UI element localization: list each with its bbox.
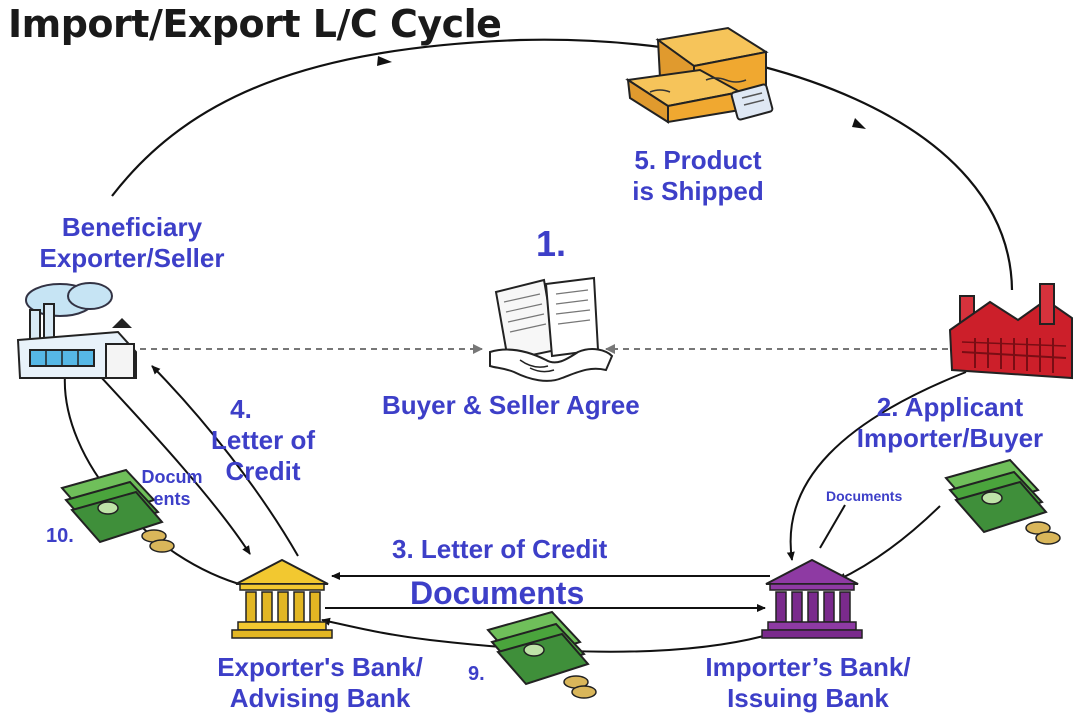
importer-bank-line2: Issuing Bank xyxy=(727,683,889,714)
beneficiary-label: Beneficiary Exporter/Seller xyxy=(14,212,250,274)
exporter-bank-label: Exporter's Bank/ Advising Bank xyxy=(180,652,460,714)
importer-bank-building-icon xyxy=(761,558,863,639)
importer-bank-label: Importer’s Bank/ Issuing Bank xyxy=(668,652,948,714)
step-10-label: 10. xyxy=(46,525,74,547)
docs-right-tick xyxy=(819,504,846,549)
product-shipped-line2: is Shipped xyxy=(632,176,764,207)
documents-left-arrow xyxy=(99,375,251,555)
applicant-to-issuing-bank-arrow xyxy=(786,371,967,561)
loc4-line3: Credit xyxy=(225,456,301,487)
importer-bank-line1: Importer’s Bank/ xyxy=(705,652,911,682)
docs-left-line2: ents xyxy=(153,488,191,509)
applicant-label: 2. Applicant Importer/Buyer xyxy=(832,392,1068,454)
exporter-bank-line2: Advising Bank xyxy=(229,683,411,714)
exporter-factory-icon xyxy=(16,282,137,379)
shipment-arc-head-1 xyxy=(377,56,392,66)
beneficiary-line2: Exporter/Seller xyxy=(39,243,225,274)
product-shipped-line1: 5. Product xyxy=(634,145,762,175)
money-stack-icon xyxy=(944,458,1061,545)
loc4-line2: Letter of xyxy=(211,425,315,456)
money-stack-icon xyxy=(60,468,175,553)
documents-right-label: Documents xyxy=(826,488,903,504)
documents-right-arrow xyxy=(837,505,941,581)
money-stack-icon xyxy=(486,610,597,699)
shipment-arc-head-2 xyxy=(852,118,866,129)
product-shipped-label: 5. Product is Shipped xyxy=(608,145,788,207)
step-1-label: 1. xyxy=(536,223,567,264)
docs-left-line1: Docum xyxy=(141,467,203,487)
step-9-label: 9. xyxy=(468,663,485,685)
exporter-bank-building-icon xyxy=(231,558,333,639)
diagram-title: Import/Export L/C Cycle xyxy=(8,2,502,46)
documents-left-label: Docum ents xyxy=(126,467,218,510)
handshake-contract-icon xyxy=(489,276,614,382)
exporter-bank-line1: Exporter's Bank/ xyxy=(217,652,423,682)
shipment-arc-arrow xyxy=(111,38,1014,291)
documents-center-label: Documents xyxy=(410,575,585,611)
letter-of-credit-4-arrow xyxy=(151,365,299,557)
beneficiary-line1: Beneficiary xyxy=(61,212,203,242)
importer-factory-icon xyxy=(948,283,1073,380)
buyer-seller-agree-label: Buyer & Seller Agree xyxy=(382,390,640,420)
loc4-line1: 4. xyxy=(230,394,252,424)
letter-of-credit-3-label: 3. Letter of Credit xyxy=(392,534,608,564)
applicant-line1: 2. Applicant xyxy=(876,392,1024,422)
letter-of-credit-4-label: 4. Letter of Credit xyxy=(188,394,338,488)
shipping-boxes-icon xyxy=(625,26,774,124)
applicant-line2: Importer/Buyer xyxy=(856,423,1044,454)
